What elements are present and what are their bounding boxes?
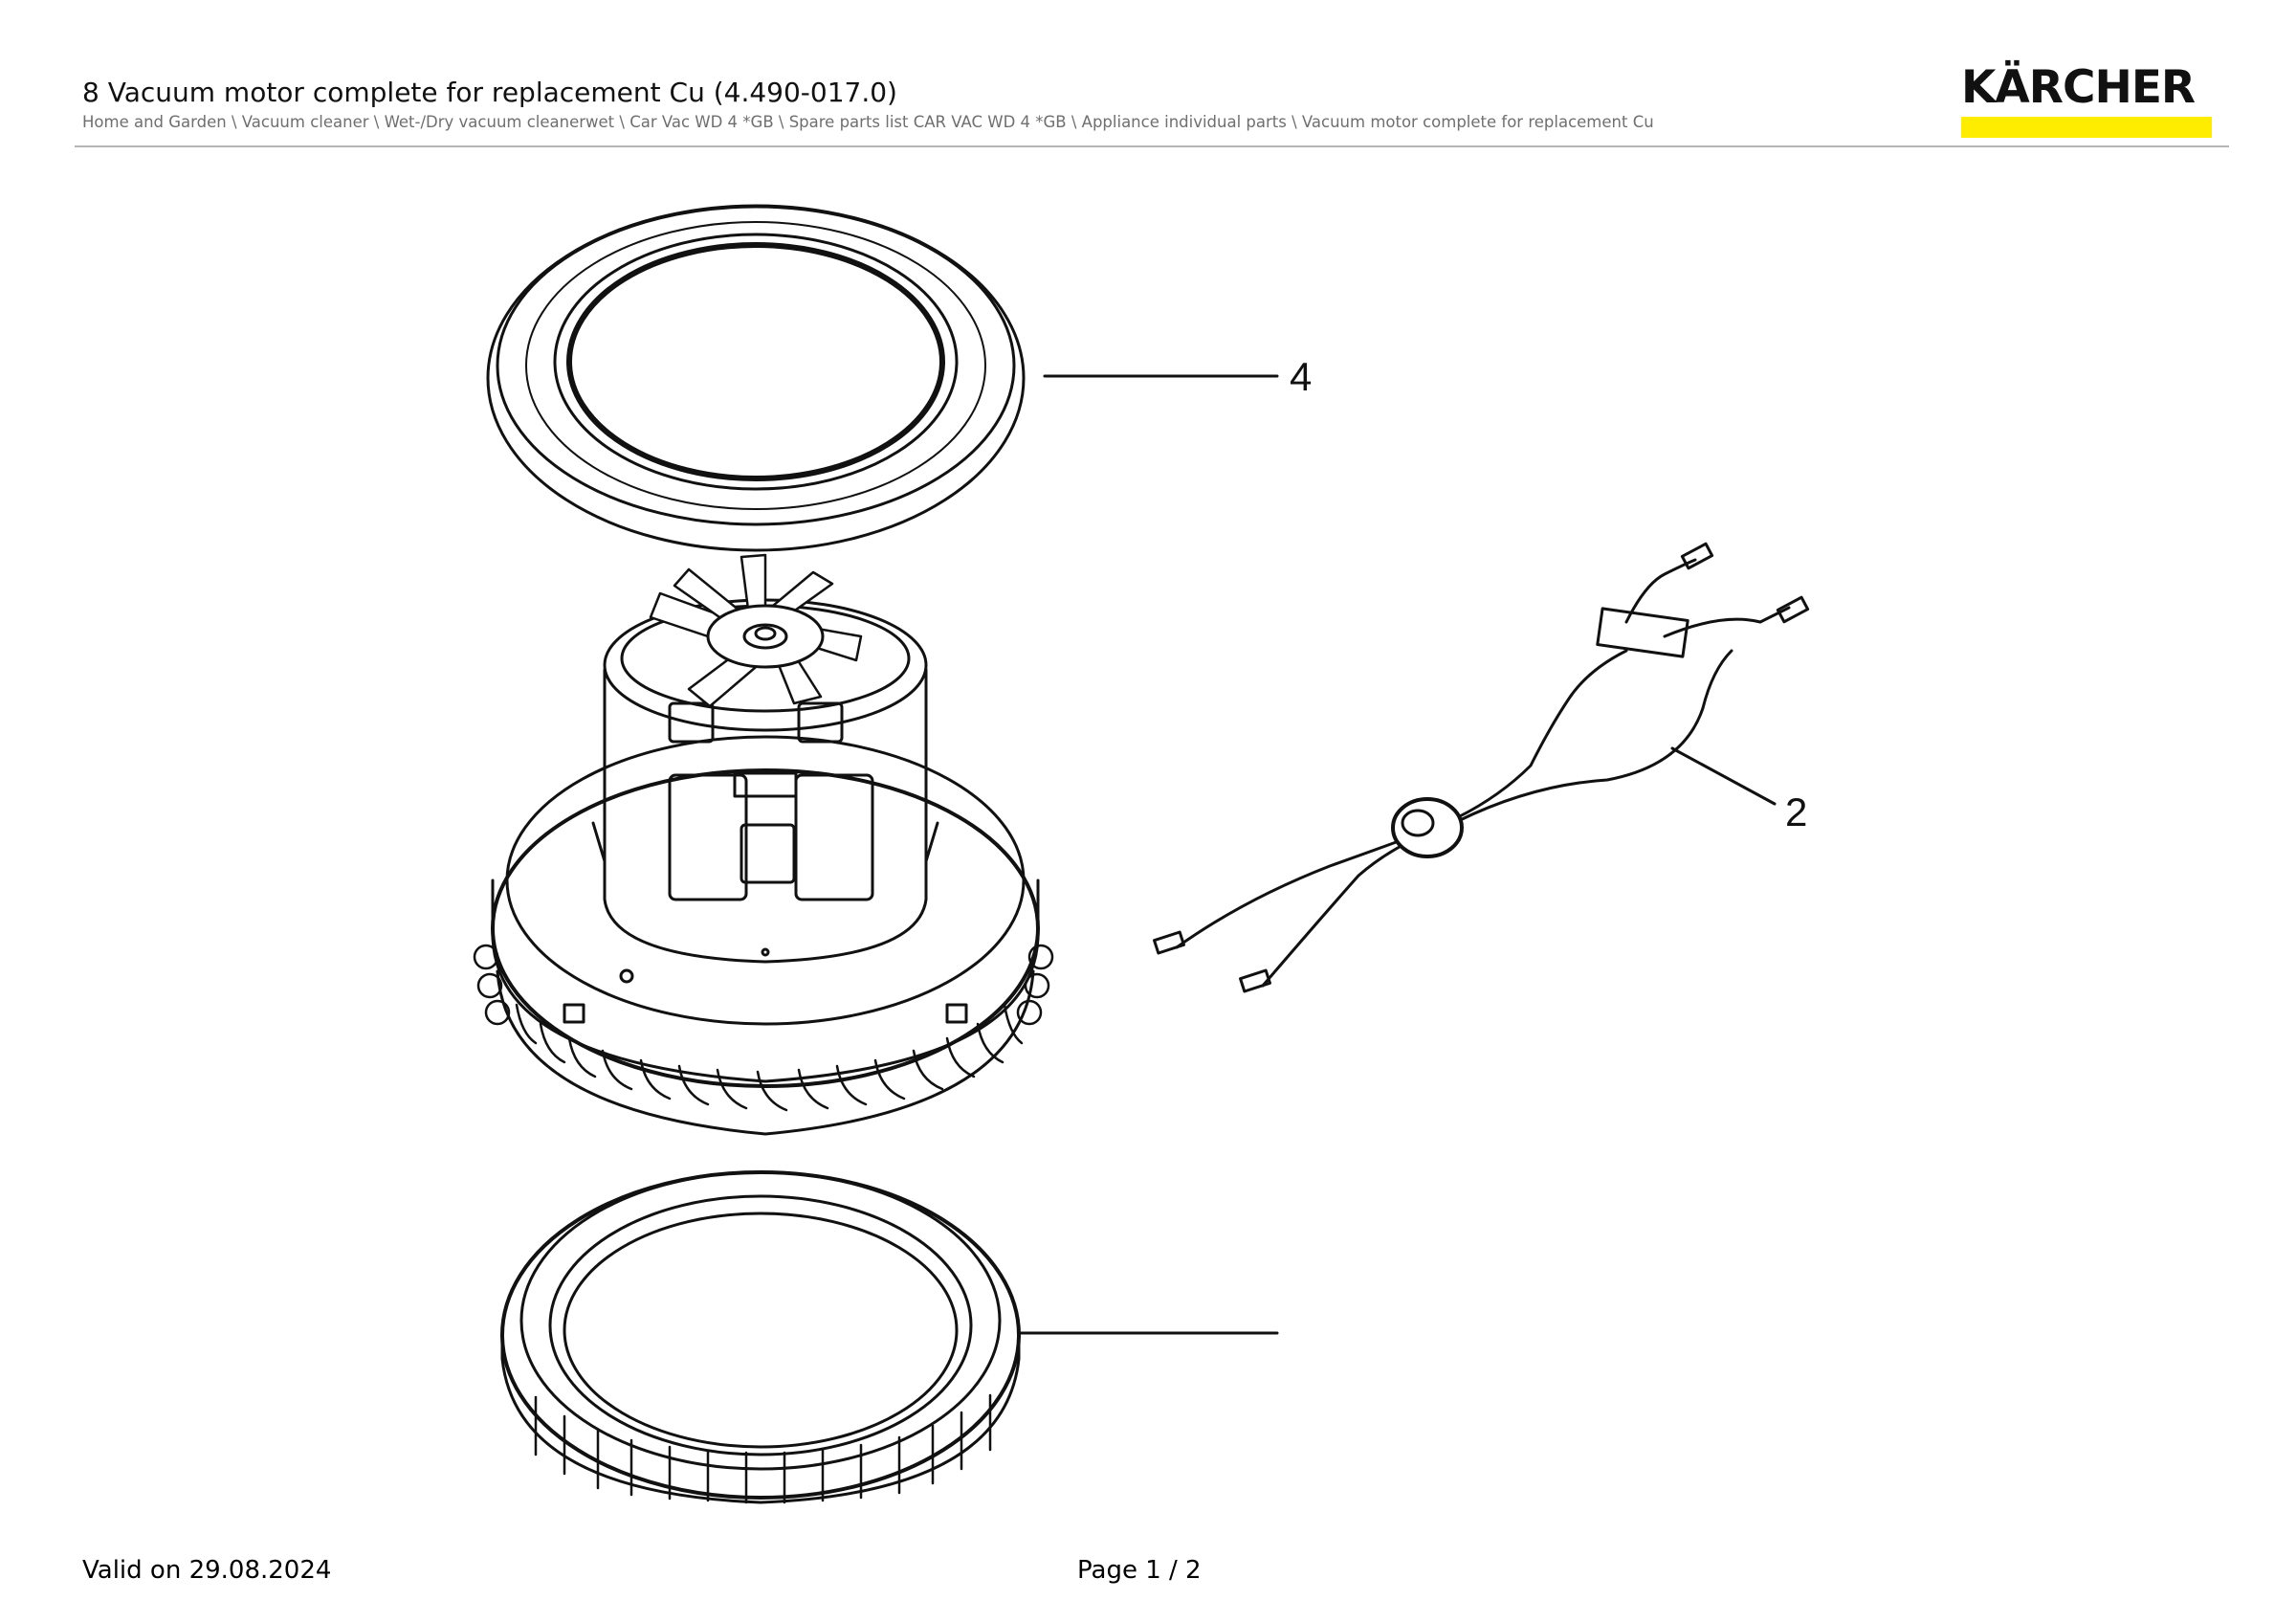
breadcrumb: Home and Garden \ Vacuum cleaner \ Wet-/… <box>82 113 1654 131</box>
karcher-logo: KÄRCHER <box>1961 63 2214 138</box>
logo-yellow-bar <box>1961 117 2212 138</box>
logo-wordmark: KÄRCHER <box>1961 61 2196 114</box>
header-divider <box>75 145 2229 147</box>
valid-date: Valid on 29.08.2024 <box>82 1556 332 1585</box>
callout-4: 4 <box>1290 354 1313 399</box>
callout-2: 2 <box>1785 789 1808 834</box>
top-seal-ring <box>486 204 1279 552</box>
page-title: 8 Vacuum motor complete for replacement … <box>82 77 897 108</box>
page-number: Page 1 / 2 <box>1077 1556 1202 1585</box>
bottom-fin-ring <box>500 1170 1279 1504</box>
cable-harness <box>1153 542 1810 993</box>
vacuum-motor <box>473 553 1054 1136</box>
